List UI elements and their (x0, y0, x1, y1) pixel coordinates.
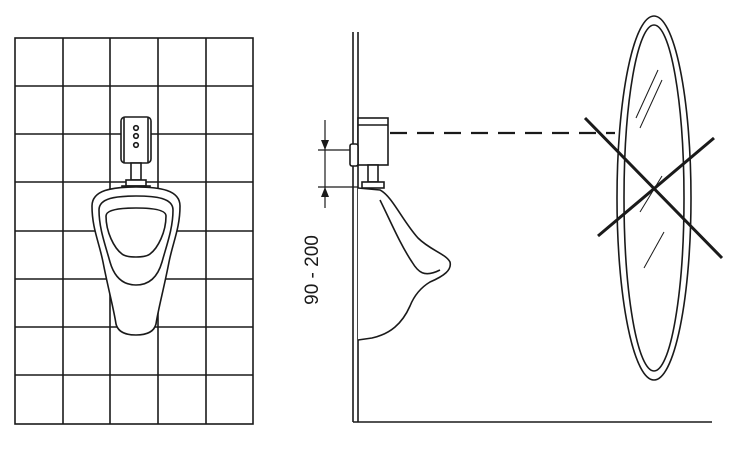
front-view (14, 37, 254, 425)
sensor-eye (132, 124, 140, 132)
mirror-reflection (639, 175, 663, 213)
mirror-inner (623, 24, 685, 372)
sensor-flush-unit-icon (349, 117, 389, 189)
sensor-eye (132, 141, 140, 149)
sensor-body-side (357, 117, 389, 166)
supply-pipe (130, 162, 142, 181)
urinal-side-inner (379, 199, 441, 275)
mirror-icon (616, 15, 692, 381)
sensor-body (120, 116, 152, 164)
side-view (318, 15, 724, 423)
sensor-flush-unit-icon (120, 116, 152, 192)
pipe-collar (125, 179, 147, 187)
urinal-front (91, 186, 181, 336)
mirror-outer (616, 15, 692, 381)
cross-stroke (597, 136, 715, 238)
dimension-label: 90 - 200 (302, 235, 323, 305)
urinal-outer (91, 186, 181, 336)
cross-mark-icon (583, 116, 724, 260)
arrow-down-icon (321, 140, 329, 150)
wall-box (349, 143, 359, 167)
mirror-reflection (643, 231, 665, 269)
urinal-inner-rim (98, 195, 174, 286)
mirror-reflection (639, 79, 663, 129)
urinal-bowl (105, 207, 167, 258)
pipe-collar (361, 181, 385, 189)
mirror-reflection (635, 69, 659, 119)
sensor-eye (132, 132, 140, 140)
supply-pipe (367, 164, 379, 183)
urinal-side-profile (357, 187, 452, 341)
arrow-up-icon (321, 187, 329, 197)
